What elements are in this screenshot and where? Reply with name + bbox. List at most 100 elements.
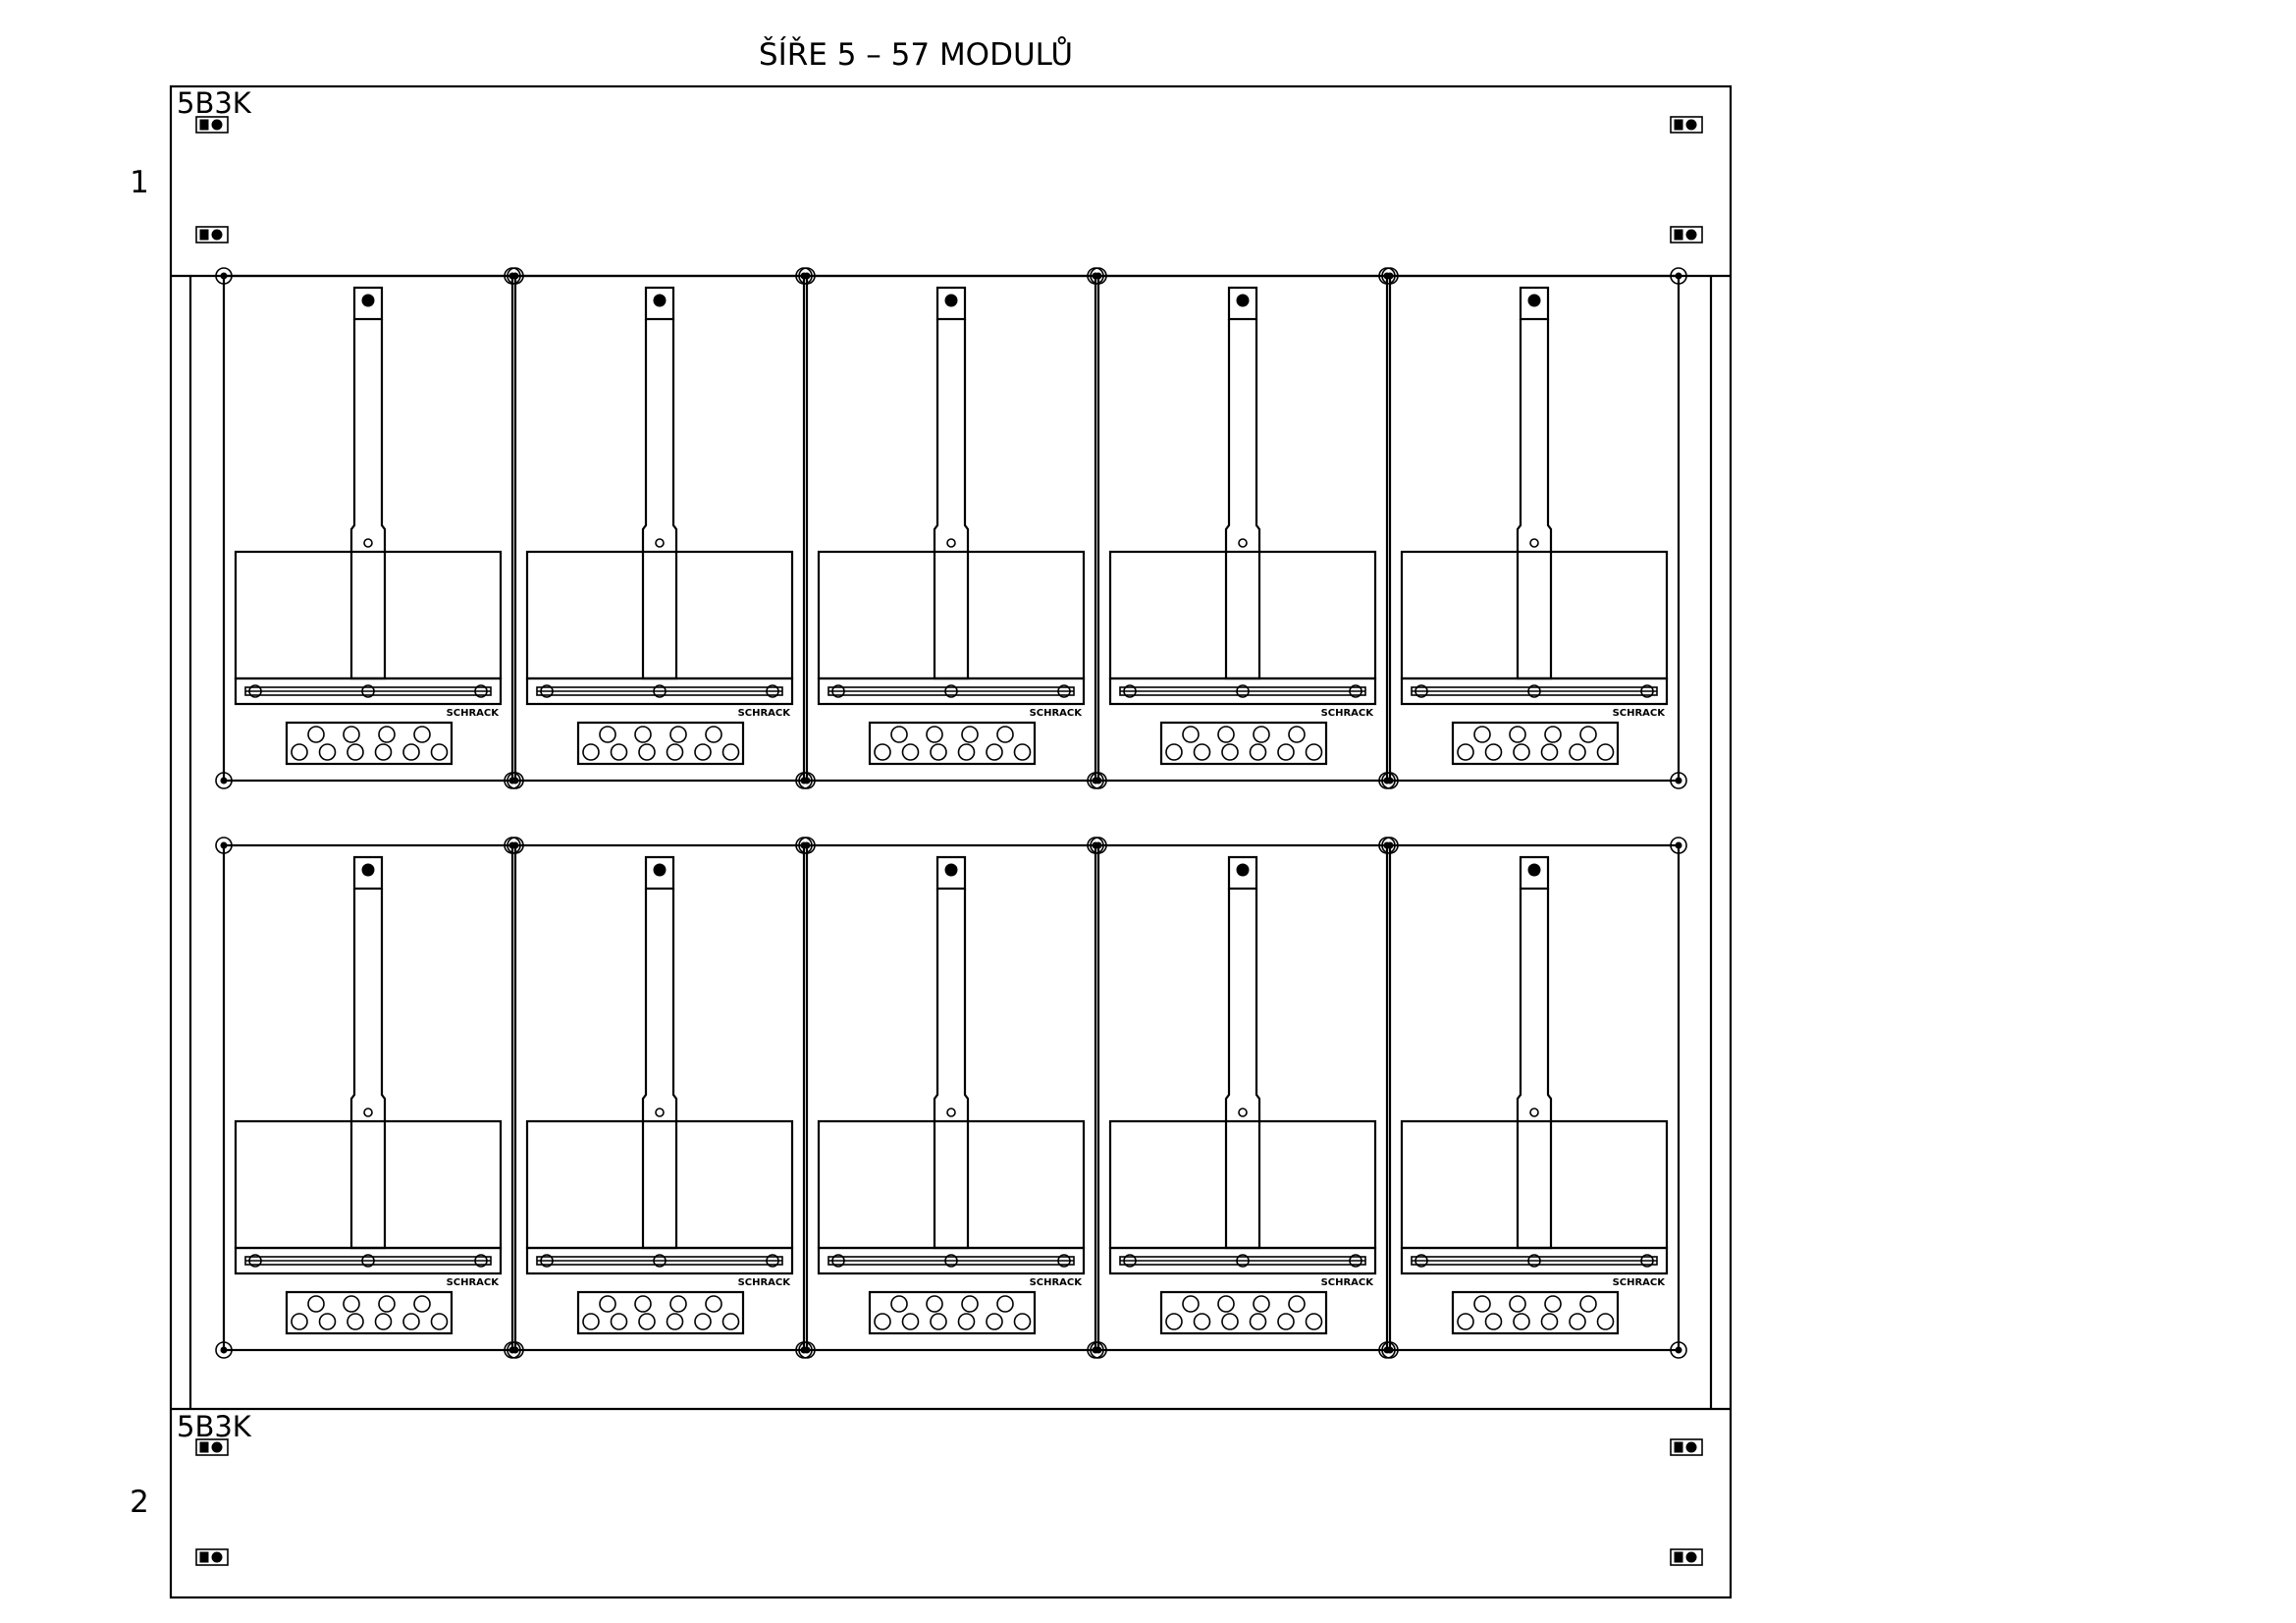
- terminal-hole-icon: [669, 726, 687, 743]
- terminal-hole-icon: [291, 1313, 308, 1330]
- terminal-hole-icon: [374, 1313, 393, 1330]
- meter-module: SCHRACK: [507, 837, 813, 1359]
- terminal-hole-icon: [890, 726, 908, 743]
- terminal-hole-icon: [1457, 743, 1474, 761]
- corner-screw-icon: [215, 267, 233, 285]
- corner-screw-icon: [798, 772, 816, 789]
- rail-screw-icon: [540, 684, 554, 698]
- fastener-icon: [1670, 1548, 1703, 1566]
- terminal-hole-icon: [957, 743, 976, 761]
- terminal-hole-icon: [1596, 1313, 1615, 1330]
- top-clamp: [935, 855, 967, 891]
- corner-screw-icon: [1090, 837, 1107, 854]
- meter-box: [234, 550, 503, 680]
- rail-screw-icon: [1640, 1254, 1654, 1268]
- row-number-1: 1: [130, 165, 149, 200]
- terminal-hole-icon: [430, 1313, 449, 1330]
- terminal-hole-icon: [347, 743, 364, 761]
- terminal-hole-icon: [901, 1313, 920, 1330]
- terminal-hole-icon: [666, 1313, 684, 1330]
- corner-screw-icon: [507, 267, 524, 285]
- fastener-icon: [1670, 116, 1703, 134]
- meter-box: [234, 1119, 503, 1250]
- terminal-hole-icon: [1288, 726, 1306, 743]
- fastener-icon: [195, 1438, 229, 1456]
- corner-screw-icon: [215, 1341, 233, 1359]
- terminal-block: [285, 1290, 454, 1335]
- terminal-hole-icon: [996, 726, 1014, 743]
- rail-screw-icon: [361, 1254, 375, 1268]
- corner-screw-icon: [1381, 1341, 1399, 1359]
- rail-screw-icon: [248, 1254, 262, 1268]
- meter-module: SCHRACK: [1090, 267, 1396, 789]
- terminal-hole-icon: [1305, 1313, 1323, 1330]
- top-clamp-screw-icon: [1236, 863, 1250, 877]
- terminal-hole-icon: [721, 743, 740, 761]
- terminal-hole-icon: [666, 743, 684, 761]
- meter-box: [817, 1119, 1086, 1250]
- meter-module: SCHRACK: [798, 837, 1104, 1359]
- corner-screw-icon: [1670, 267, 1687, 285]
- terminal-hole-icon: [430, 743, 449, 761]
- terminal-hole-icon: [961, 1295, 979, 1313]
- top-clamp: [1519, 286, 1550, 321]
- meter-mounting-bar: [1224, 889, 1261, 1250]
- terminal-hole-icon: [402, 1313, 420, 1330]
- meter-mounting-bar: [1224, 319, 1261, 680]
- terminal-hole-icon: [1569, 1313, 1586, 1330]
- drawing-title: ŠÍŘE 5 – 57 MODULŮ: [759, 36, 1073, 73]
- rail-screw-icon: [1057, 1254, 1071, 1268]
- corner-screw-icon: [507, 772, 524, 789]
- terminal-hole-icon: [634, 726, 652, 743]
- din-rail: [1400, 676, 1669, 706]
- terminal-block: [1159, 1290, 1328, 1335]
- top-clamp-screw-icon: [1527, 294, 1541, 307]
- corner-screw-icon: [1381, 837, 1399, 854]
- fastener-icon: [1670, 1438, 1703, 1456]
- rail-screw-icon: [1123, 1254, 1137, 1268]
- terminal-hole-icon: [721, 1313, 740, 1330]
- terminal-hole-icon: [1484, 743, 1503, 761]
- terminal-hole-icon: [1277, 1313, 1295, 1330]
- rail-screw-icon: [1349, 1254, 1362, 1268]
- corner-screw-icon: [1090, 1341, 1107, 1359]
- meter-box: [817, 550, 1086, 680]
- top-section-label: 5B3K: [177, 86, 252, 120]
- terminal-hole-icon: [402, 743, 420, 761]
- rail-screw-icon: [653, 684, 667, 698]
- terminal-hole-icon: [1249, 1313, 1267, 1330]
- din-rail: [1108, 1246, 1377, 1275]
- terminal-hole-icon: [378, 1295, 396, 1313]
- brand-label: SCHRACK: [1613, 708, 1667, 719]
- terminal-hole-icon: [1193, 1313, 1211, 1330]
- rail-screw-icon: [1415, 684, 1428, 698]
- corner-screw-icon: [507, 1341, 524, 1359]
- terminal-hole-icon: [610, 743, 628, 761]
- terminal-hole-icon: [1182, 1295, 1200, 1313]
- brand-label: SCHRACK: [1613, 1277, 1667, 1288]
- rail-screw-icon: [540, 1254, 554, 1268]
- module-frame: [222, 274, 514, 783]
- terminal-hole-icon: [582, 1313, 600, 1330]
- corner-screw-icon: [1090, 267, 1107, 285]
- terminal-hole-icon: [378, 726, 396, 743]
- brand-label: SCHRACK: [1030, 708, 1084, 719]
- terminal-hole-icon: [874, 743, 891, 761]
- module-frame: [1096, 843, 1389, 1352]
- terminal-hole-icon: [930, 1313, 947, 1330]
- module-frame: [805, 274, 1097, 783]
- module-frame: [513, 843, 806, 1352]
- corner-screw-icon: [215, 837, 233, 854]
- terminal-hole-icon: [669, 1295, 687, 1313]
- corner-screw-icon: [1670, 1341, 1687, 1359]
- terminal-hole-icon: [638, 1313, 656, 1330]
- terminal-block: [868, 721, 1037, 766]
- rail-screw-icon: [361, 684, 375, 698]
- terminal-hole-icon: [874, 1313, 891, 1330]
- terminal-hole-icon: [1579, 726, 1597, 743]
- terminal-hole-icon: [1544, 1295, 1562, 1313]
- terminal-hole-icon: [374, 743, 393, 761]
- rail-screw-icon: [1057, 684, 1071, 698]
- corner-screw-icon: [215, 772, 233, 789]
